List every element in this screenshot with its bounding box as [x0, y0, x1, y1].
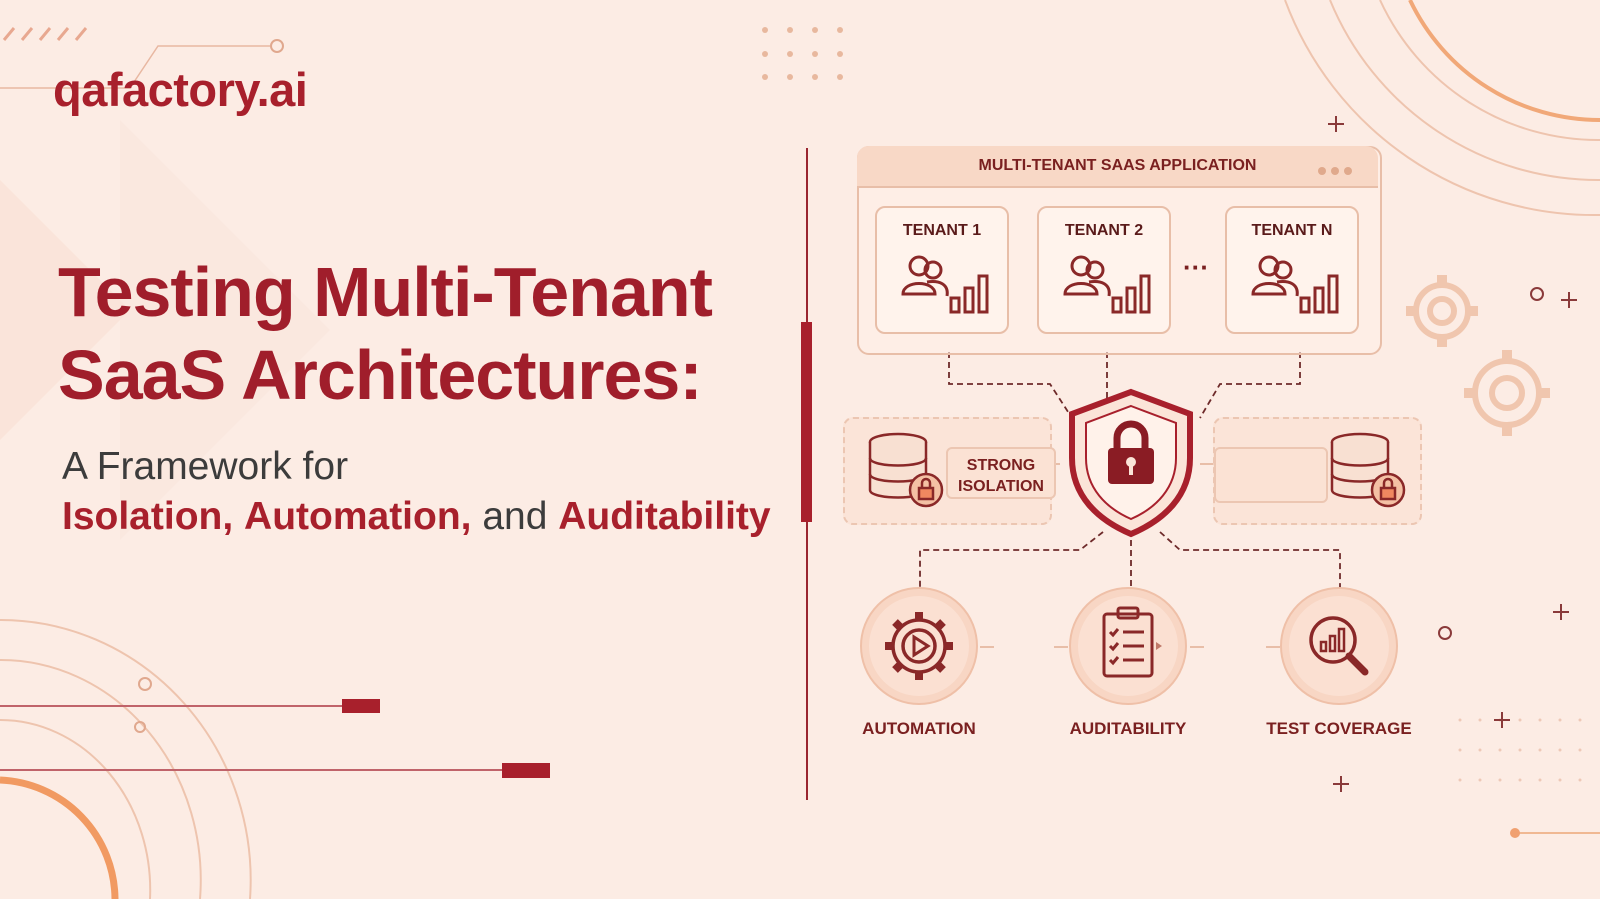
tenant-label: TENANT 1: [902, 222, 982, 239]
feature-label-automation: AUTOMATION: [862, 719, 976, 738]
brand-logo: qafactory.ai: [53, 63, 308, 116]
emphasis-and: and: [471, 495, 559, 538]
isolation-label-placeholder: [1214, 447, 1328, 503]
emphasis-space: [233, 495, 244, 538]
users-chart-icon: [1063, 255, 1151, 314]
strong-isolation-label: STRONG ISOLATION: [946, 447, 1056, 499]
auditability-clipboard-icon: [1069, 587, 1187, 705]
tenant-label: TENANT N: [1251, 222, 1333, 239]
tenant-card-2: TENANT 2: [1037, 206, 1171, 334]
window-dots-icon: [1318, 162, 1357, 180]
app-window-bar: MULTI-TENANT SAAS APPLICATION: [857, 146, 1378, 188]
isolation-line-2: ISOLATION: [958, 478, 1044, 495]
users-chart-icon: [1251, 255, 1339, 314]
feature-label-auditability: AUDITABILITY: [1069, 719, 1187, 738]
database-lock-icon: [868, 432, 944, 508]
tenant-card-n: TENANT N: [1225, 206, 1359, 334]
divider-accent: [801, 322, 812, 522]
emphasis-isolation: Isolation,: [62, 495, 234, 538]
shield-lock-icon: [1069, 388, 1193, 538]
emphasis-automation: Automation,: [244, 495, 472, 538]
app-title: MULTI-TENANT SAAS APPLICATION: [978, 157, 1257, 174]
headline-line-2: SaaS Architectures:: [58, 336, 703, 414]
tenant-label: TENANT 2: [1064, 222, 1144, 239]
emphasis-auditability: Auditability: [558, 495, 771, 538]
emphasis-line: Isolation, Automation, and Auditability: [62, 495, 771, 539]
more-tenants-ellipsis: ···: [1183, 252, 1209, 282]
subtitle: A Framework for: [62, 445, 349, 488]
database-lock-icon: [1330, 432, 1406, 508]
tenant-card-1: TENANT 1: [875, 206, 1009, 334]
test-coverage-magnifier-icon: [1280, 587, 1398, 705]
feature-label-test-coverage: TEST COVERAGE: [1266, 719, 1412, 738]
users-chart-icon: [901, 255, 989, 314]
isolation-line-1: STRONG: [966, 457, 1036, 474]
headline-line-1: Testing Multi-Tenant: [58, 253, 713, 331]
automation-gear-icon: [860, 587, 978, 705]
